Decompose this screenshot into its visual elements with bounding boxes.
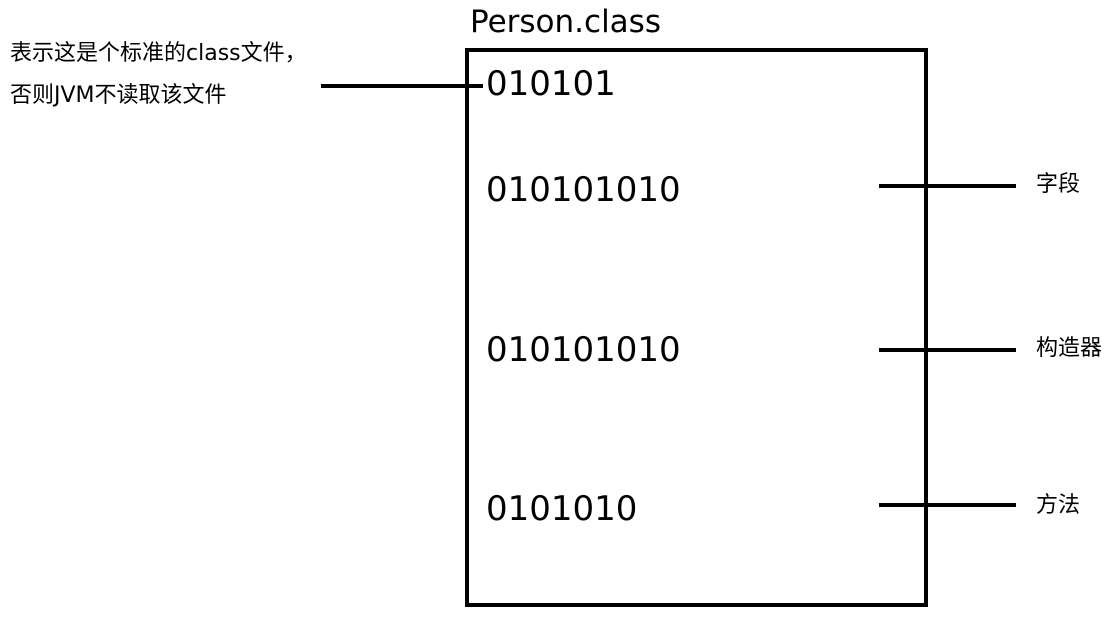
magic-number-connector — [321, 84, 483, 88]
constructors-connector — [879, 348, 1016, 352]
methods-connector — [879, 503, 1016, 507]
methods-label: 方法 — [1036, 493, 1081, 518]
magic-note-line-2: 否则JVM不读取该文件 — [10, 83, 227, 108]
fields-bits: 010101010 — [486, 170, 681, 210]
methods-bits: 0101010 — [486, 489, 638, 529]
fields-connector — [879, 184, 1016, 188]
magic-note-line-1: 表示这是个标准的class文件， — [10, 41, 307, 66]
class-file-box — [465, 48, 928, 607]
class-file-title: Person.class — [470, 4, 661, 40]
constructors-label: 构造器 — [1036, 336, 1103, 361]
constructors-bits: 010101010 — [486, 330, 681, 370]
magic-number-bits: 010101 — [486, 64, 616, 104]
fields-label: 字段 — [1036, 172, 1081, 197]
